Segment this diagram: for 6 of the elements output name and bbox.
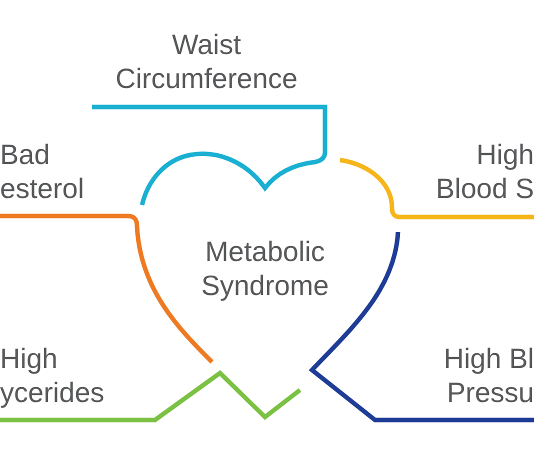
risk-factor-label: Waist Circumference [114,28,299,96]
center-title: Metabolic Syndrome [200,235,330,303]
risk-factor-label: High ycerides [0,342,106,410]
risk-factor-label: Bad esterol [0,138,86,206]
risk-factor-label: High Blood S [434,138,534,206]
risk-factor-label: High Bl Pressu [442,342,534,410]
